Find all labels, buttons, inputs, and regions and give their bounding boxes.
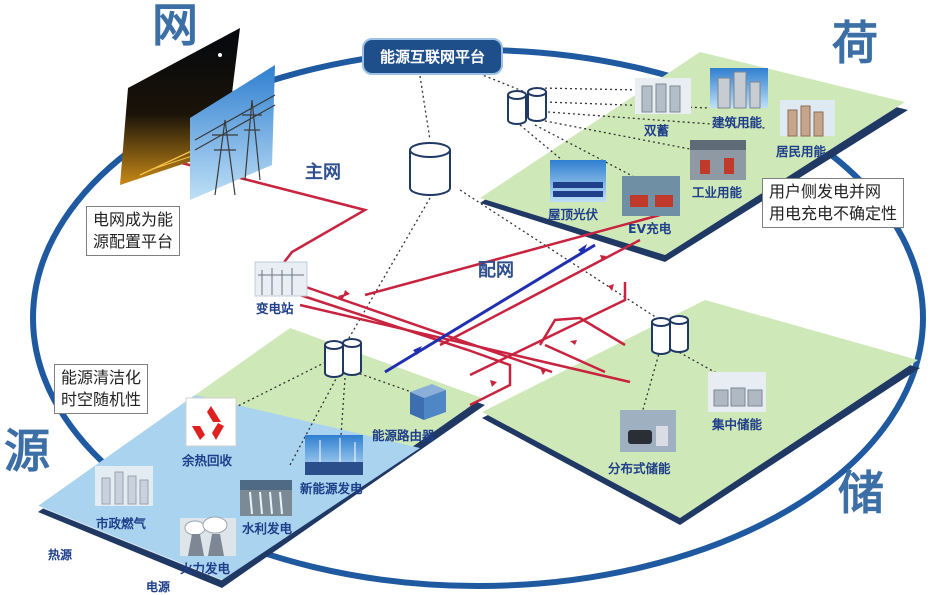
rooftop-pv-photo	[550, 160, 606, 202]
dual-storage-photo	[635, 78, 691, 114]
hydro-label: 水利发电	[242, 521, 293, 536]
grid-note: 电网成为能 源配置平台	[86, 206, 181, 256]
ev-charging-photo	[622, 176, 680, 216]
building-label: 建筑用能	[712, 115, 763, 130]
ev-charging-label: EV充电	[628, 221, 672, 236]
source-note-line-1: 能源清洁化	[61, 368, 142, 387]
heat-source-label: 热源	[48, 548, 73, 562]
renewable-label: 新能源发电	[300, 481, 363, 496]
power-source-label: 电源	[146, 580, 171, 594]
recycle-icon	[185, 397, 237, 447]
grid-tower-photo	[190, 65, 276, 200]
central-storage-photo	[708, 372, 766, 412]
industrial-label: 工业用能	[692, 185, 743, 200]
power-arrows	[338, 255, 614, 387]
thermal-label: 火力发电	[180, 561, 231, 576]
energy-internet-platform[interactable]: 能源互联网平台	[362, 38, 504, 75]
municipal-gas-photo	[95, 466, 153, 506]
energy-router-cube	[410, 384, 446, 420]
industrial-photo	[690, 140, 746, 180]
grid-note-line-1: 电网成为能	[93, 210, 174, 229]
grid-note-line-2: 源配置平台	[93, 232, 174, 251]
municipal-gas-label: 市政燃气	[96, 516, 147, 531]
residential-label: 居民用能	[776, 144, 827, 159]
substation-photo	[254, 261, 308, 297]
load-note-line-2: 用电充电不确定性	[769, 204, 898, 223]
source-controller	[324, 338, 362, 378]
platform-server	[409, 142, 451, 196]
rooftop-pv-label: 屋顶光伏	[548, 207, 599, 222]
dual-storage-label: 双蓄	[644, 123, 670, 138]
load-note-line-1: 用户侧发电并网	[769, 182, 882, 201]
residential-photo	[780, 100, 835, 137]
main-grid-label: 主网	[305, 162, 341, 183]
distributed-storage-photo	[620, 410, 676, 452]
central-storage-label: 集中储能	[712, 417, 763, 432]
source-note-line-2: 时空随机性	[61, 390, 142, 409]
storage-plate	[482, 300, 918, 518]
waste-heat-label: 余热回收	[182, 453, 233, 468]
distribution-line	[384, 243, 596, 374]
corner-source: 源	[4, 424, 50, 478]
corner-storage: 储	[838, 466, 884, 520]
power-lines	[169, 158, 661, 407]
source-note: 能源清洁化 时空随机性	[54, 364, 149, 414]
building-photo	[710, 68, 768, 109]
energy-router-label: 能源路由器	[372, 428, 435, 443]
renewable-photo	[305, 435, 363, 475]
load-controller	[507, 87, 547, 125]
corner-load: 荷	[832, 16, 878, 70]
distribution-grid-label: 配网	[478, 260, 514, 281]
distributed-storage-label: 分布式储能	[608, 461, 671, 476]
hydro-photo	[240, 480, 292, 516]
thermal-photo	[180, 516, 236, 556]
substation-label: 变电站	[256, 301, 294, 316]
load-note: 用户侧发电并网 用电充电不确定性	[762, 178, 905, 228]
storage-controller	[651, 315, 689, 355]
corner-grid: 网	[152, 0, 198, 52]
